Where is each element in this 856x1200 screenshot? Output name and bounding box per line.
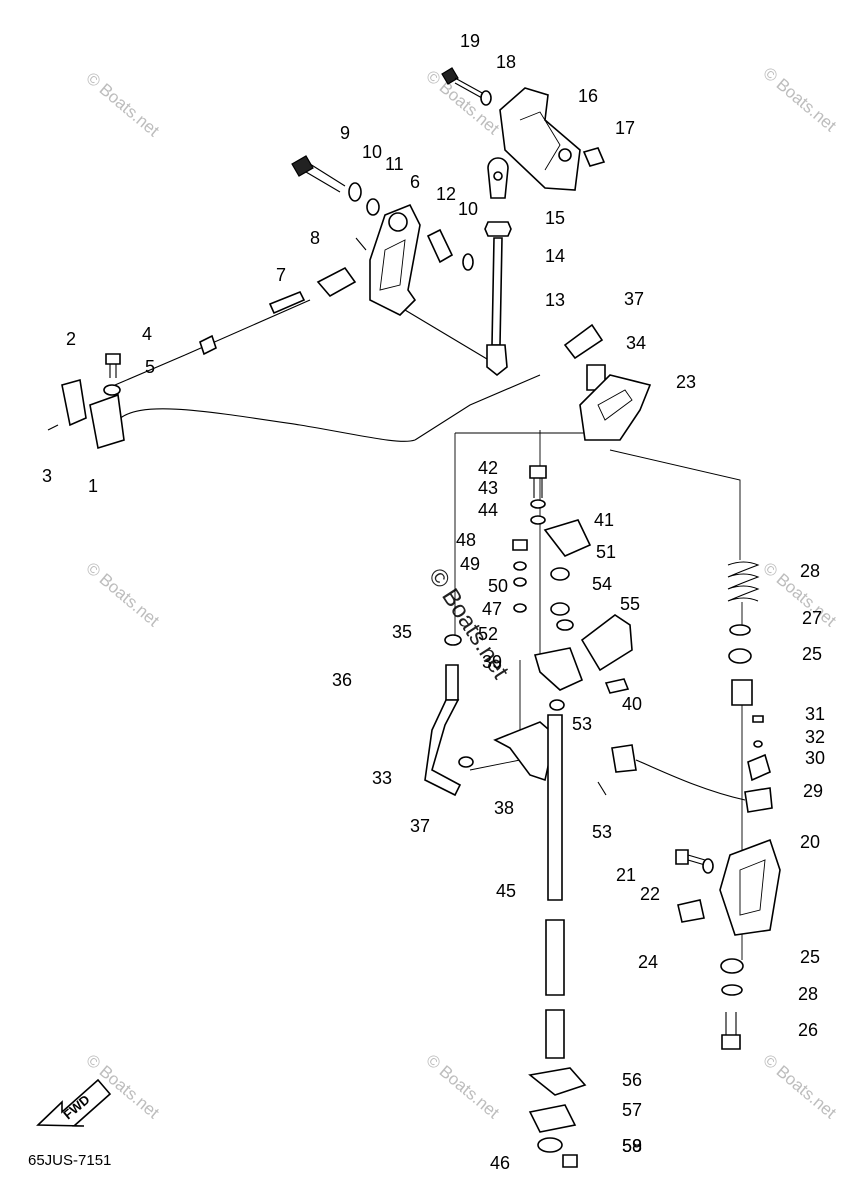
callout: 34 [626,333,646,353]
fwd-arrow-icon [36,1078,112,1127]
callout: 2 [66,329,76,349]
callout: 47 [482,599,502,619]
callout: 4 [142,324,152,344]
callout: 3 [42,466,52,486]
callout: 48 [456,530,476,550]
callout: 6 [410,172,420,192]
callout: 53 [572,714,592,734]
callout: 14 [545,246,565,266]
callout: 9 [340,123,350,143]
callout: 44 [478,500,498,520]
callout: 18 [496,52,516,72]
leader-lines [107,299,743,960]
callout: 25 [802,644,822,664]
watermark: © Boats.net [82,559,163,631]
callout: 17 [615,118,635,138]
callout: 56 [622,1070,642,1090]
callout: 31 [805,704,825,724]
callout: 45 [496,881,516,901]
callout: 32 [805,727,825,747]
callout: 29 [803,781,823,801]
callout: 7 [276,265,286,285]
callout: 43 [478,478,498,498]
callout: 12 [436,184,456,204]
callout: 8 [310,228,320,248]
callout: 28 [798,984,818,1004]
callout: 22 [640,884,660,904]
callout: 37 [624,289,644,309]
diagram-code: 65JUS-7151 [28,1152,111,1169]
callout: 59 [622,1136,642,1156]
callout: 58 [622,1136,642,1156]
callout: 39 [482,652,502,672]
callout: 26 [798,1020,818,1040]
callout: 24 [638,952,658,972]
callout: 27 [802,608,822,628]
callout: 15 [545,208,565,228]
callout: 13 [545,290,565,310]
callout: 1 [88,476,98,496]
callout: 41 [594,510,614,530]
callout: 42 [478,458,498,478]
callout: 28 [800,561,820,581]
callout: 21 [616,865,636,885]
callout: 40 [622,694,642,714]
callout: 52 [478,624,498,644]
callout: 11 [385,154,404,174]
callout: 19 [460,31,480,51]
callout: 33 [372,768,392,788]
callout: 20 [800,832,820,852]
callout: 23 [676,372,696,392]
callout: 16 [578,86,598,106]
callout: 10 [362,142,382,162]
callout: 57 [622,1100,642,1120]
callout: 55 [620,594,640,614]
watermark: © Boats.net [422,1051,503,1123]
parts: FWD [36,67,781,1168]
callout: 36 [332,670,352,690]
watermark: © Boats.net [82,69,163,141]
callout: 38 [494,798,514,818]
callout: 35 [392,622,412,642]
callout: 53 [592,822,612,842]
watermark: © Boats.net [422,67,503,139]
callout: 50 [488,576,508,596]
callout: 46 [490,1153,510,1173]
callout: 10 [458,199,478,219]
callouts: 1 2 3 4 5 6 7 8 9 10 10 11 12 13 14 15 1… [42,31,825,1173]
callout: 54 [592,574,612,594]
callout: 5 [145,357,155,377]
callout: 25 [800,947,820,967]
watermark: © Boats.net [759,64,840,136]
callout: 51 [596,542,616,562]
callout: 37 [410,816,430,836]
watermark: © Boats.net [759,1051,840,1123]
callout: 30 [805,748,825,768]
callout: 49 [460,554,480,574]
